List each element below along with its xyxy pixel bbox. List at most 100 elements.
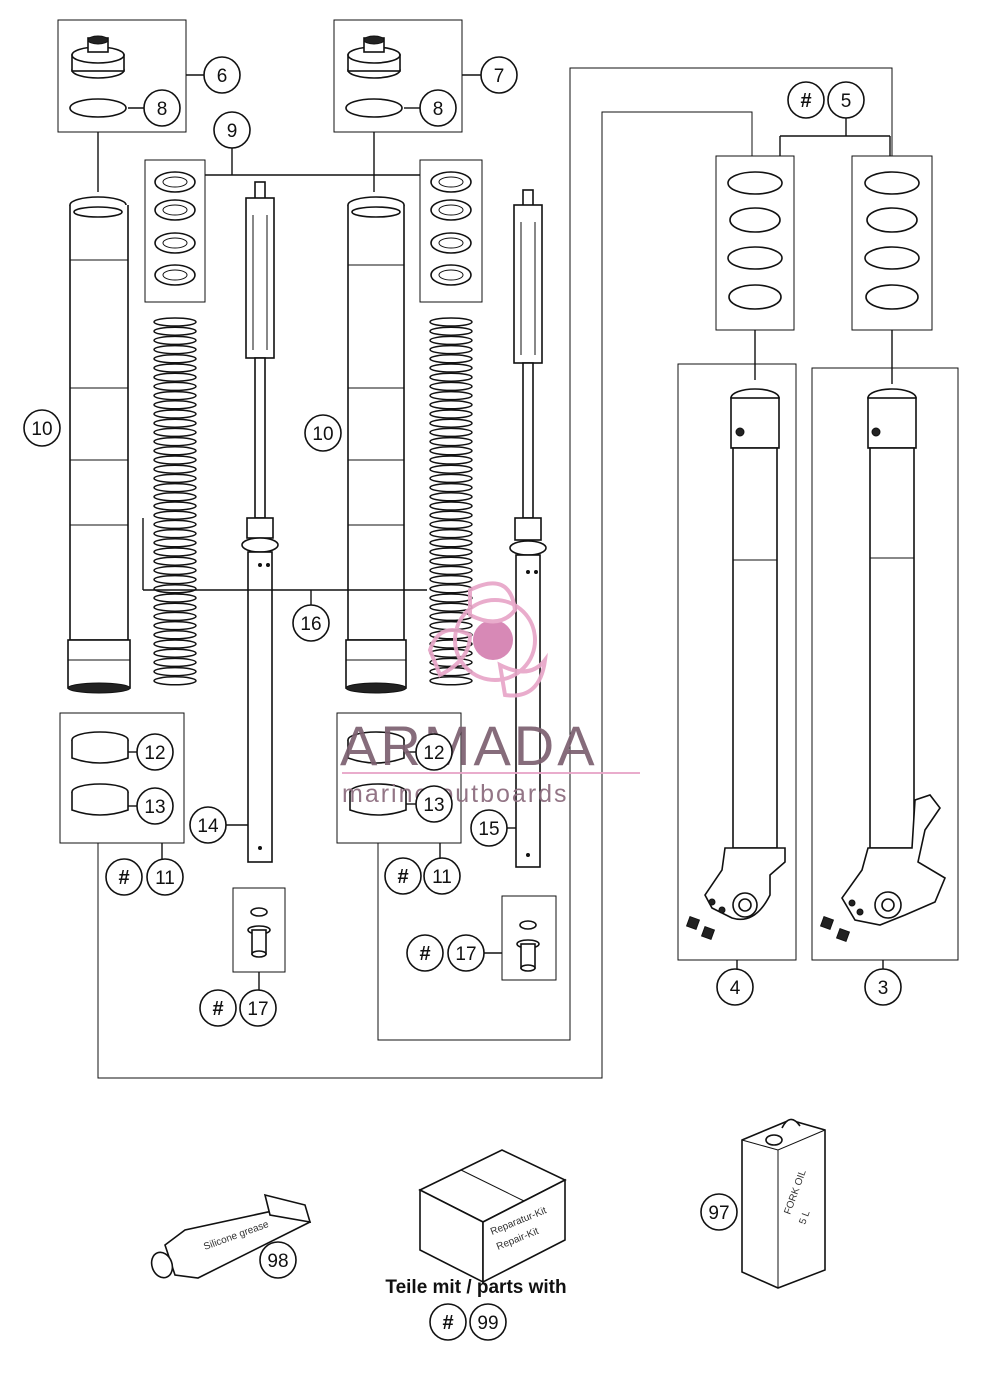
callout-12-right: 12 (415, 733, 453, 771)
spring-coil (429, 593, 473, 603)
svg-text:13: 13 (144, 797, 165, 818)
connector-line-outer (97, 111, 753, 1079)
spring-coil (429, 482, 473, 493)
damper-cartridge-left (241, 181, 279, 863)
fork-assembly-right (333, 19, 557, 981)
svg-text:11: 11 (432, 867, 452, 888)
seal-kit-left (715, 155, 795, 331)
callout-16: 16 (292, 604, 330, 642)
bolt-group-box-right (501, 895, 557, 981)
spring-coil (153, 639, 197, 649)
svg-text:16: 16 (300, 614, 321, 635)
svg-text:3: 3 (878, 978, 889, 999)
callout-99-hash: # (429, 1303, 467, 1341)
watermark-brand: ARMADA (340, 714, 598, 777)
svg-text:8: 8 (157, 99, 168, 120)
spring-coil (429, 492, 473, 502)
spring-coil (153, 427, 197, 438)
watermark-logo-hub (473, 620, 513, 660)
spring-coil (429, 574, 473, 585)
spring-coil (153, 602, 197, 612)
callout-10-right: 10 (304, 414, 342, 452)
damper-bolt-right (516, 920, 540, 972)
screw-cap-left (71, 35, 125, 79)
inner-tube-3 (811, 367, 959, 961)
spring-coil (429, 400, 473, 410)
svg-text:#: # (118, 867, 129, 889)
spring-coil (153, 657, 197, 668)
spring-coil (153, 409, 197, 419)
svg-text:#: # (800, 90, 811, 112)
spring-coil (429, 363, 473, 373)
callout-5: 5 (827, 81, 865, 119)
spring-coil (153, 584, 197, 594)
svg-text:9: 9 (227, 121, 238, 142)
watermark-logo-ring (453, 598, 537, 682)
spring-coil (153, 630, 197, 640)
callout-11-left-hash: # (105, 858, 143, 896)
spring-coil (429, 326, 473, 336)
svg-text:10: 10 (31, 419, 52, 440)
spring-coil (153, 363, 197, 373)
spring-coil (153, 492, 197, 502)
spring-coil (429, 556, 473, 566)
o-ring-left (69, 98, 127, 118)
spring-coil (429, 519, 473, 530)
shims-left (154, 171, 196, 286)
spring-coil (153, 510, 197, 520)
spring-coil (429, 676, 473, 686)
callout-14: 14 (189, 806, 227, 844)
svg-text:97: 97 (708, 1203, 729, 1224)
svg-text:17: 17 (247, 999, 268, 1020)
fork-assembly-left (57, 19, 286, 992)
callout-98: 98 (259, 1241, 297, 1279)
spring-coil (429, 381, 473, 392)
spring-coil (153, 344, 197, 355)
guide-bushings-left (71, 731, 129, 816)
spring-coil (429, 418, 473, 428)
svg-text:6: 6 (217, 66, 228, 87)
spring-coil (429, 317, 473, 327)
spring-coil (153, 473, 197, 484)
oil-can-label-2: 5 L (797, 1209, 812, 1226)
spring-coil (153, 354, 197, 364)
spring-coil (429, 464, 473, 474)
callout-10-left: 10 (23, 409, 61, 447)
spring-coil (429, 354, 473, 364)
spring-coil (153, 326, 197, 336)
cap-group-box-right (333, 19, 463, 133)
spring-coil (429, 409, 473, 419)
callout-11-left: 11 (146, 858, 184, 896)
callout-3: 3 (864, 968, 902, 1006)
spring-coil (153, 648, 197, 658)
callout-12-left: 12 (136, 733, 174, 771)
spring-coil (153, 446, 197, 456)
guide-bushings-right (347, 731, 407, 816)
spring-coil (153, 372, 197, 382)
spring-coil (153, 501, 197, 511)
svg-text:10: 10 (312, 424, 333, 445)
spring-coil (429, 335, 473, 346)
svg-text:7: 7 (494, 66, 505, 87)
svg-text:13: 13 (423, 795, 444, 816)
callout-9: 9 (213, 111, 251, 149)
spring-coil (153, 528, 197, 539)
svg-text:#: # (419, 943, 430, 965)
bushing-group-box-left (59, 712, 185, 844)
inner-tube-4 (677, 363, 797, 961)
spring-coil (429, 427, 473, 438)
spring-coil (153, 390, 197, 401)
svg-text:#: # (442, 1312, 453, 1334)
cap-group-box-left (57, 19, 187, 133)
kit-caption: Teile mit / parts with (385, 1277, 566, 1298)
watermark-tagline: marine outboards (342, 780, 569, 808)
spring-coil (429, 390, 473, 401)
spring-coil (429, 501, 473, 511)
spring-coil (429, 538, 473, 548)
svg-text:11: 11 (155, 868, 175, 889)
spring-coil (429, 473, 473, 484)
spring-coil (153, 620, 197, 631)
spring-coil (153, 455, 197, 465)
spring-coil (429, 436, 473, 447)
